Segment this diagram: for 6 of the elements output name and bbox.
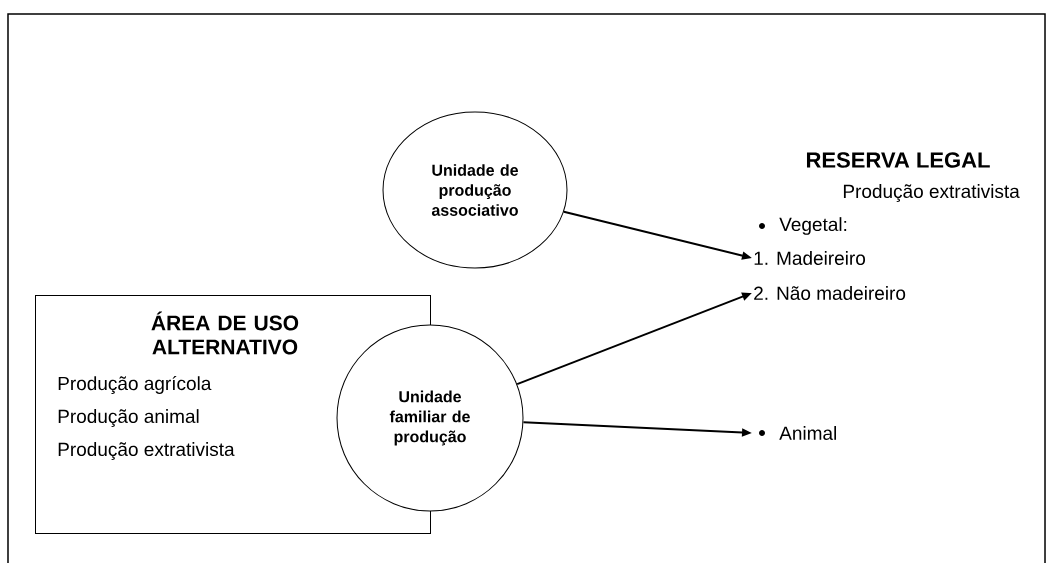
bullet-item: Vegetal:: [779, 217, 847, 235]
bullet-item: Animal: [779, 426, 836, 440]
list-item: 2. Não madeireiro: [754, 286, 906, 300]
text: Produção extrativista: [843, 184, 1020, 202]
list-item: 1. Madeireiro: [754, 251, 866, 265]
heading: RESERVA LEGAL: [807, 152, 990, 168]
